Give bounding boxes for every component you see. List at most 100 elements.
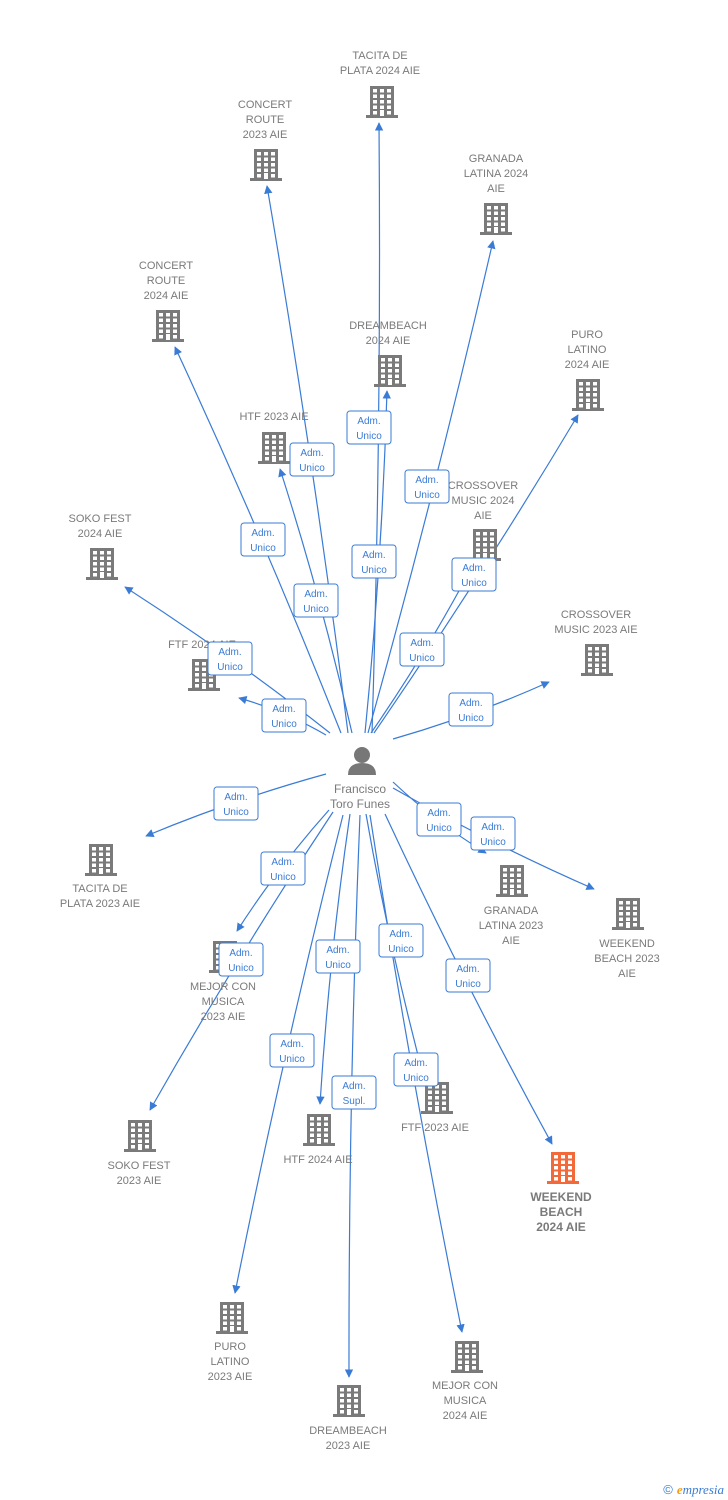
- edge-role-label: Adm.Unico: [289, 442, 335, 477]
- edge-role-text: Adm.: [462, 563, 485, 574]
- edge-role-text: Adm.: [362, 550, 385, 561]
- company-label-line: 2024 AIE: [366, 335, 411, 347]
- company-node-htf2023[interactable]: HTF 2023 AIE: [239, 411, 309, 464]
- edge-role-label: Adm. Unico: [448, 692, 494, 727]
- copyright-icon: ©: [663, 1482, 673, 1497]
- company-label-line: MUSIC 2024: [452, 495, 515, 507]
- company-label-line: DREAMBEACH: [309, 1425, 387, 1437]
- edge-role-label: Adm.Unico: [218, 942, 264, 977]
- edge-role-label: Adm.Unico: [416, 802, 462, 837]
- edge-role-text: Adm.: [326, 945, 349, 956]
- company-label-line: 2023 AIE: [208, 1371, 253, 1383]
- building-icon: [86, 548, 118, 580]
- company-label-line: ROUTE: [246, 114, 285, 126]
- company-label-line: TACITA DE: [72, 883, 127, 895]
- building-icon: [85, 844, 117, 876]
- edge-role-label: Adm.Unico: [240, 522, 286, 557]
- building-icon: [333, 1385, 365, 1417]
- company-label-line: 2024 AIE: [78, 528, 123, 540]
- company-label-line: CROSSOVER: [561, 609, 631, 621]
- edge-role-label: Adm.Unico: [346, 410, 392, 445]
- company-label-line: MEJOR CON: [190, 981, 256, 993]
- edge-role-label: Adm.Unico: [213, 786, 259, 821]
- edge-role-text: Unico: [217, 662, 243, 673]
- company-label-line: MUSICA: [444, 1395, 487, 1407]
- company-label-line: AIE: [487, 183, 505, 195]
- edge-role-text: Adm.: [404, 1058, 427, 1069]
- building-icon: [258, 432, 290, 464]
- company-label-line: 2024 AIE: [144, 290, 189, 302]
- building-icon: [152, 310, 184, 342]
- company-label-line: CONCERT: [139, 260, 193, 272]
- edge-role-text: Unico: [299, 463, 325, 474]
- company-label-line: AIE: [618, 968, 636, 980]
- company-label-line: CONCERT: [238, 99, 292, 111]
- company-label-line: PURO: [214, 1341, 246, 1353]
- person-icon: [348, 747, 376, 775]
- edge-role-label: Adm.Unico: [404, 469, 450, 504]
- company-node-htf2024[interactable]: HTF 2024 AIE: [283, 1114, 353, 1166]
- edge-role-text: Unico: [455, 979, 481, 990]
- edge-role-text: Unico: [270, 872, 296, 883]
- company-label-line: 2023 AIE: [117, 1175, 162, 1187]
- building-icon: [480, 203, 512, 235]
- building-icon: [496, 865, 528, 897]
- building-icon: [216, 1302, 248, 1334]
- building-icon: [612, 898, 644, 930]
- building-icon: [366, 86, 398, 118]
- company-label-line: FTF 2023 AIE: [401, 1122, 469, 1134]
- footer-brand: ©empresia: [663, 1482, 724, 1498]
- company-label-line: GRANADA: [469, 153, 524, 165]
- edge-role-text: Adm.: [459, 698, 482, 709]
- company-label-line: AIE: [474, 510, 492, 522]
- company-label-line: AIE: [502, 935, 520, 947]
- edge-role-label: Adm.Unico: [269, 1033, 315, 1068]
- building-icon: [451, 1341, 483, 1373]
- edge-role-text: Adm.: [389, 929, 412, 940]
- edge-role-text: Unico: [458, 713, 484, 724]
- edge-role-text: Unico: [223, 807, 249, 818]
- company-label-line: 2023 AIE: [326, 1440, 371, 1452]
- edge-role-text: Supl.: [343, 1096, 366, 1107]
- company-label-line: LATINO: [211, 1356, 250, 1368]
- edge-role-text: Adm.: [251, 528, 274, 539]
- company-label-line: BEACH 2023: [594, 953, 659, 965]
- company-node-puro2023[interactable]: PURO LATINO 2023 AIE: [208, 1302, 253, 1383]
- edge-role-label: Adm.Unico: [315, 939, 361, 974]
- building-icon: [303, 1114, 335, 1146]
- company-node-ftf2023[interactable]: FTF 2023 AIE: [401, 1082, 469, 1134]
- edge-role-text: Unico: [480, 837, 506, 848]
- building-icon: [250, 149, 282, 181]
- company-label-line: HTF 2023 AIE: [239, 411, 308, 423]
- company-label-line: LATINA 2024: [464, 168, 529, 180]
- center-person-node[interactable]: Francisco Toro Funes: [330, 747, 390, 811]
- edge-role-text: Unico: [271, 719, 297, 730]
- company-node-dreambeach2023[interactable]: DREAMBEACH 2023 AIE: [309, 1385, 387, 1452]
- brand-logo-text: mpresia: [682, 1482, 724, 1497]
- edge-role-text: Unico: [409, 653, 435, 664]
- building-icon: [572, 379, 604, 411]
- company-label-line: 2023 AIE: [201, 1011, 246, 1023]
- company-label-line: PURO: [571, 329, 603, 341]
- edge-labels-layer: Adm.UnicoAdm.UnicoAdm.UnicoAdm.UnicoAdm.…: [207, 410, 516, 1110]
- company-label-line: WEEKEND: [599, 938, 655, 950]
- edge-role-text: Unico: [388, 944, 414, 955]
- edge-role-text: Unico: [356, 431, 382, 442]
- edge-role-label: Adm.Unico: [293, 583, 339, 618]
